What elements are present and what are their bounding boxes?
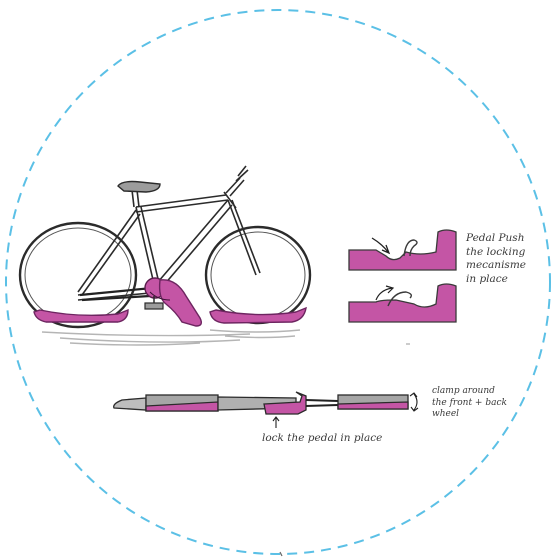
- pedal-push-line-3: mecanisme: [466, 259, 526, 273]
- pedal-push-detail-top: [349, 230, 456, 270]
- rear-wheel-clamp: [34, 310, 128, 322]
- clamp-line-3: wheel: [432, 409, 507, 421]
- pedal-push-base-bottom: [349, 284, 456, 322]
- pedal-push-base-top: [349, 230, 456, 270]
- pedal-push-line-2: the locking: [466, 246, 526, 260]
- stand-top-view: [114, 392, 418, 428]
- pedal-push-line-1: Pedal Push: [466, 232, 526, 246]
- stand-right-pink-segment: [338, 402, 408, 409]
- lock-pedal-annotation: lock the pedal in place: [262, 432, 382, 446]
- pedal-push-detail-bottom: [349, 284, 456, 322]
- lock-pointer-arrow-icon: [273, 417, 279, 428]
- clamp-line-2: the front + back: [432, 398, 507, 410]
- pedal-push-annotation: Pedal Push the locking mecanisme in plac…: [466, 232, 526, 287]
- clamp-annotation: clamp around the front + back wheel: [432, 386, 507, 421]
- pedal-lock-arm: [160, 280, 202, 326]
- stand-pedal-lock-block: [264, 392, 306, 414]
- pedal: [145, 303, 163, 309]
- clamp-arrow-icon: [410, 393, 418, 411]
- lock-pedal-text: lock the pedal in place: [262, 432, 382, 446]
- pedal-push-line-4: in place: [466, 273, 526, 287]
- clamp-line-1: clamp around: [432, 386, 507, 398]
- arrow-bottom-icon: [376, 286, 393, 300]
- ground-shadow: [42, 330, 300, 345]
- bicycle-saddle: [118, 182, 160, 193]
- front-wheel: [206, 227, 310, 323]
- bike-stand-pieces: [34, 280, 306, 326]
